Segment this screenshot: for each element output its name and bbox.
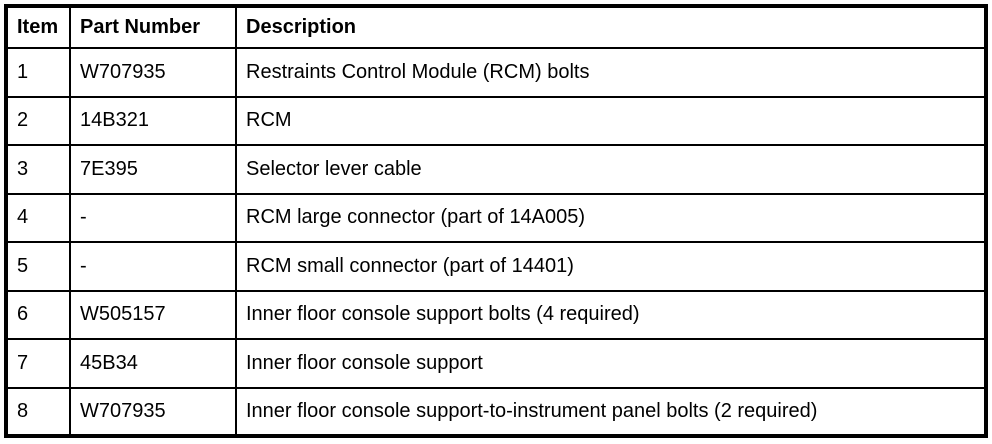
column-header-part-number: Part Number xyxy=(69,5,237,49)
table-header-row: Item Part Number Description xyxy=(5,5,987,49)
cell-item: 5 xyxy=(5,241,71,292)
parts-table: Item Part Number Description 1 W707935 R… xyxy=(4,4,988,438)
column-header-item: Item xyxy=(5,5,71,49)
cell-item: 3 xyxy=(5,144,71,195)
table-row: 4 - RCM large connector (part of 14A005) xyxy=(5,192,987,243)
table-row: 5 - RCM small connector (part of 14401) xyxy=(5,241,987,292)
cell-part-number: W707935 xyxy=(69,47,237,98)
cell-part-number: W505157 xyxy=(69,289,237,340)
cell-part-number: W707935 xyxy=(69,386,237,437)
cell-item: 4 xyxy=(5,192,71,243)
table-row: 8 W707935 Inner floor console support-to… xyxy=(5,386,987,437)
cell-description: Restraints Control Module (RCM) bolts xyxy=(235,47,987,98)
cell-part-number: 45B34 xyxy=(69,338,237,389)
table-row: 7 45B34 Inner floor console support xyxy=(5,338,987,389)
cell-description: RCM large connector (part of 14A005) xyxy=(235,192,987,243)
cell-description: Inner floor console support bolts (4 req… xyxy=(235,289,987,340)
cell-part-number: - xyxy=(69,241,237,292)
column-header-description: Description xyxy=(235,5,987,49)
cell-description: RCM xyxy=(235,95,987,146)
table-row: 1 W707935 Restraints Control Module (RCM… xyxy=(5,47,987,98)
cell-description: RCM small connector (part of 14401) xyxy=(235,241,987,292)
cell-item: 1 xyxy=(5,47,71,98)
cell-part-number: 14B321 xyxy=(69,95,237,146)
table-row: 3 7E395 Selector lever cable xyxy=(5,144,987,195)
cell-description: Selector lever cable xyxy=(235,144,987,195)
cell-part-number: - xyxy=(69,192,237,243)
cell-description: Inner floor console support-to-instrumen… xyxy=(235,386,987,437)
cell-item: 6 xyxy=(5,289,71,340)
table-row: 6 W505157 Inner floor console support bo… xyxy=(5,289,987,340)
cell-description: Inner floor console support xyxy=(235,338,987,389)
cell-item: 2 xyxy=(5,95,71,146)
cell-part-number: 7E395 xyxy=(69,144,237,195)
cell-item: 8 xyxy=(5,386,71,437)
cell-item: 7 xyxy=(5,338,71,389)
table-row: 2 14B321 RCM xyxy=(5,95,987,146)
